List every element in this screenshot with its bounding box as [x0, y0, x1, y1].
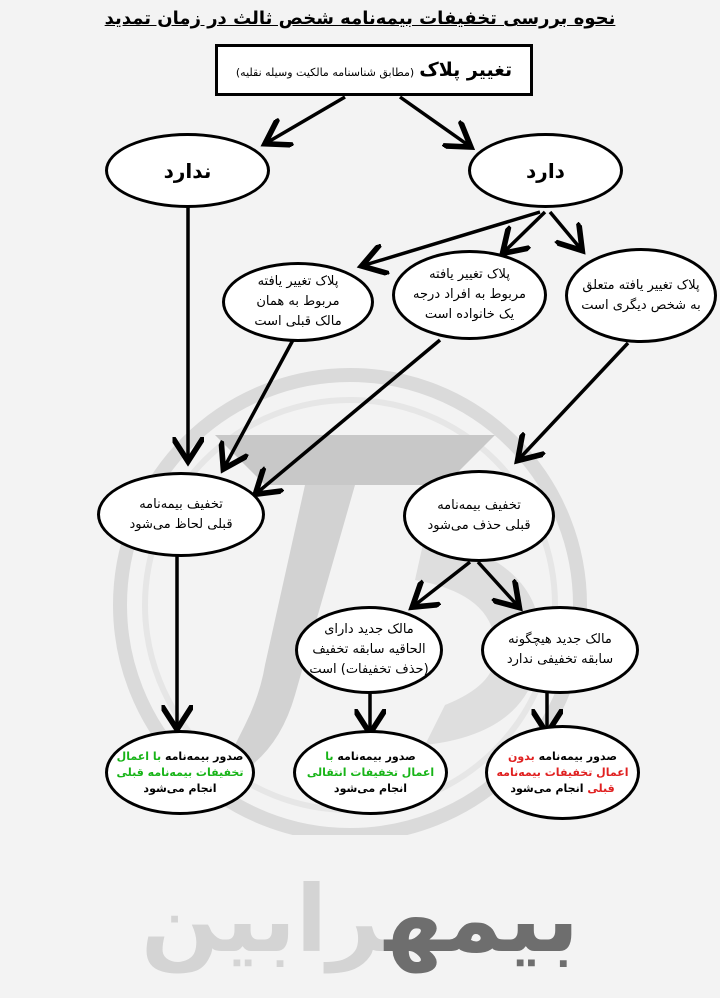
node-family: پلاک تغییر یافته مربوط به افراد درجه یک … [392, 250, 547, 340]
arrow-has-to-family [505, 210, 547, 251]
node-other-person: پلاک تغییر یافته متعلق به شخص دیگری است [565, 248, 717, 343]
arrow-family-to-kept [258, 338, 442, 492]
plate-change-label: تغییر پلاک [419, 59, 513, 81]
node-has-not: ندارد [105, 133, 270, 208]
brand-part-2: رابین [140, 866, 385, 973]
arrow-sameowner-to-kept [225, 339, 295, 466]
arrow-box-to-hasnot [268, 95, 346, 142]
arrow-removed-to-history [415, 560, 472, 605]
plate-change-box: تغییر پلاک (مطابق شناسنامه مالکیت وسیله … [215, 44, 533, 96]
node-has: دارد [468, 133, 623, 208]
node-owner-with-history: مالک جدید دارای الحاقیه سابقه تخفیف (حذف… [295, 606, 443, 694]
arrow-has-to-sameowner [365, 210, 541, 265]
arrow-other-to-removed [520, 341, 630, 458]
node-discount-kept: تخفیف بیمه‌نامه قبلی لحاظ می‌شود [97, 472, 265, 557]
plate-change-note: (مطابق شناسنامه مالکیت وسیله نقلیه) [235, 66, 415, 79]
node-discount-removed: تخفیف بیمه‌نامه قبلی حذف می‌شود [403, 470, 555, 562]
arrow-removed-to-nohistory [476, 560, 517, 605]
brand-part-1: بیمه [384, 866, 580, 973]
brand-logo-text: بیمهرابین [120, 860, 600, 980]
page-title: نحوه بررسی تخفیفات بیمه‌نامه شخص ثالث در… [104, 8, 616, 29]
node-same-owner: پلاک تغییر یافته مربوط به همان مالک قبلی… [222, 262, 374, 342]
arrow-has-to-other [548, 210, 580, 248]
arrow-box-to-has [398, 95, 468, 145]
node-owner-no-history: مالک جدید هیچگونه سابقه تخفیفی ندارد [481, 606, 639, 694]
